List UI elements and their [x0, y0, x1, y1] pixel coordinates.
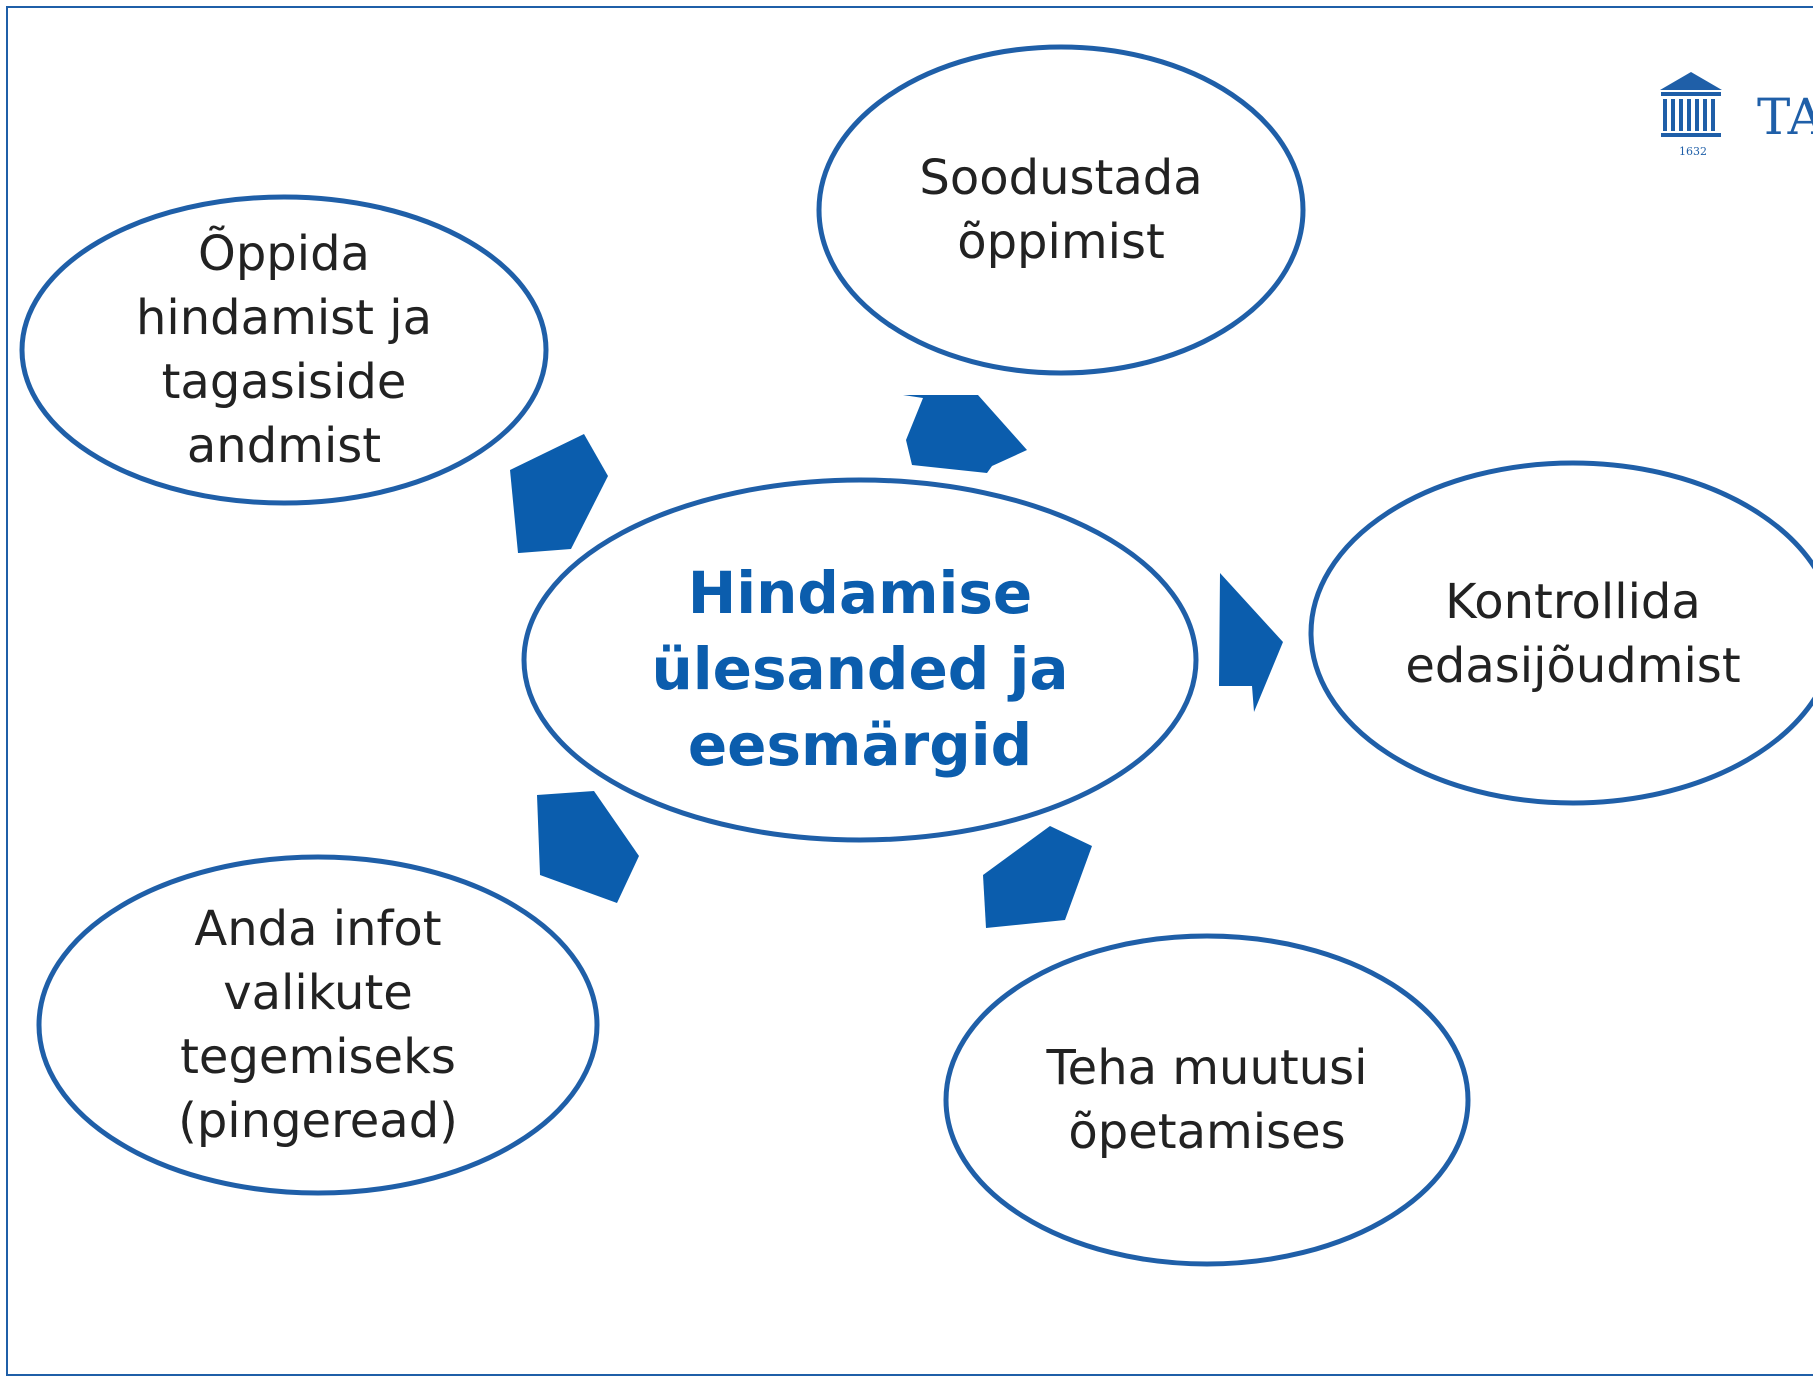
arrow-down-right [983, 826, 1092, 928]
logo-text: TA [1757, 88, 1813, 146]
center-ellipse [521, 477, 1199, 843]
slide-frame [6, 6, 1813, 1376]
arrow-up-right [903, 395, 1027, 473]
arrow-down-left [537, 791, 639, 903]
node-ellipse-inform-choices [36, 854, 600, 1196]
node-label-change-teaching: Teha muutusi õpetamises [1046, 1040, 1368, 1160]
arrow-right [1219, 573, 1283, 712]
node-label-inform-choices: Anda infot valikute tegemiseks (pingerea… [178, 901, 458, 1149]
university-building-icon [1660, 72, 1722, 137]
node-ellipse-learn-assessment [19, 194, 549, 506]
node-ellipse-promote-learning [816, 44, 1306, 376]
node-label-learn-assessment: Õppida hindamist ja tagasiside andmist [136, 226, 432, 474]
arrow-up-left [510, 434, 608, 553]
center-label[interactable]: Hindamise ülesanded ja eesmärgid [651, 559, 1069, 779]
node-ellipse-check-progress [1308, 460, 1813, 806]
node-label-promote-learning: Soodustada õppimist [919, 150, 1203, 270]
node-label-check-progress: Kontrollida edasijõudmist [1405, 574, 1741, 694]
logo-year: 1632 [1679, 145, 1707, 158]
node-ellipse-change-teaching [943, 933, 1471, 1267]
